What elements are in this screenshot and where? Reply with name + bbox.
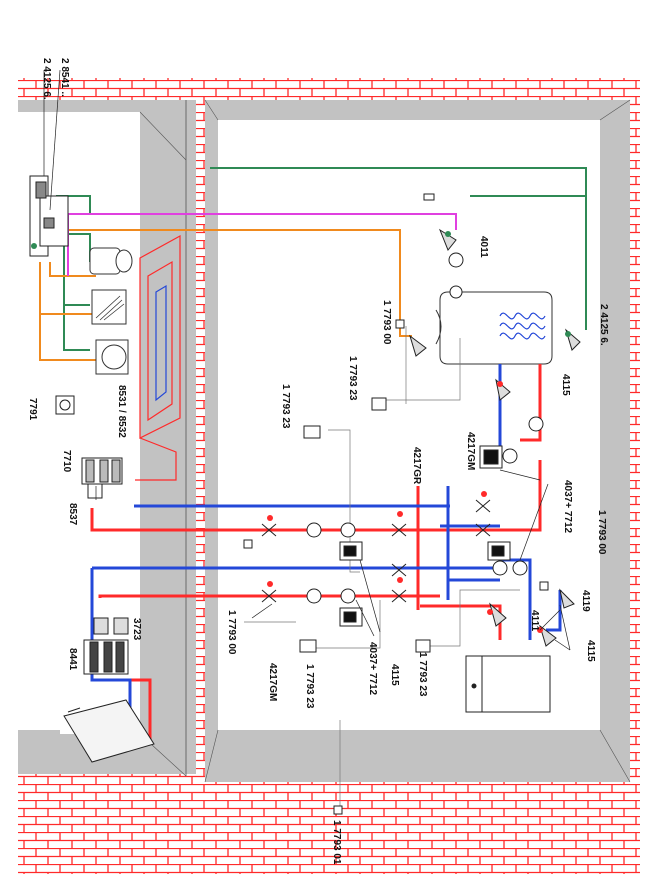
label-1779323-b: 1 7793 23	[280, 384, 291, 429]
label-4115-tank: 4115	[560, 374, 571, 396]
label-4115-right: 4115	[585, 640, 596, 662]
label-8531: 8531 / 8532	[116, 385, 127, 438]
storage-tank	[435, 291, 553, 365]
label-8441: 8441	[67, 648, 78, 671]
label-24125-top: 2 4125 6.	[41, 58, 52, 100]
labels: 2 4125 6. 2 8541 .. 4011 1 7793 00 1 779…	[27, 58, 609, 865]
underfloor-heating	[135, 234, 181, 481]
label-7710: 7710	[61, 450, 72, 473]
label-1779300-bottom: 1 7793 00	[226, 610, 237, 655]
label-4037-bottom: 4037+ 7712	[367, 642, 378, 696]
label-1779300-right: 1 7793 00	[596, 510, 607, 555]
components	[29, 175, 581, 815]
label-28541: 2 8541 ..	[59, 58, 70, 97]
label-4217gm-bottom: 4217GM	[267, 663, 278, 701]
label-4011: 4011	[478, 236, 489, 258]
orange-pipes	[39, 229, 412, 361]
valve-handles	[31, 231, 571, 633]
wc-fixture	[89, 247, 133, 275]
label-4115-bottom: 4115	[389, 664, 400, 686]
label-1779323-c: 1 7793 23	[304, 664, 315, 709]
label-4037-right: 4037+ 7712	[562, 480, 573, 534]
label-4217gr: 4217GR	[411, 447, 422, 485]
sensor-wires	[244, 326, 520, 810]
label-1779323-d: 1 7793 23	[417, 652, 428, 697]
washbasin-fixture	[95, 339, 129, 375]
label-1779323-a: 1 7793 23	[347, 356, 358, 401]
label-4119: 4119	[580, 590, 591, 612]
label-4217gm-top: 4217GM	[465, 432, 476, 470]
left-corner-grey	[18, 730, 60, 774]
leader-lines	[43, 69, 571, 651]
green-pipes	[56, 167, 587, 351]
label-1779301: 1 7793 01	[331, 820, 342, 865]
shower-fixture	[91, 289, 127, 325]
label-3723: 3723	[131, 618, 142, 641]
label-8537: 8537	[67, 503, 78, 526]
label-24125-right: 2 4125 6.	[598, 304, 609, 346]
label-4111: 4111	[529, 610, 540, 632]
label-1779300-tank: 1 7793 00	[381, 300, 392, 345]
label-7791: 7791	[27, 398, 38, 421]
